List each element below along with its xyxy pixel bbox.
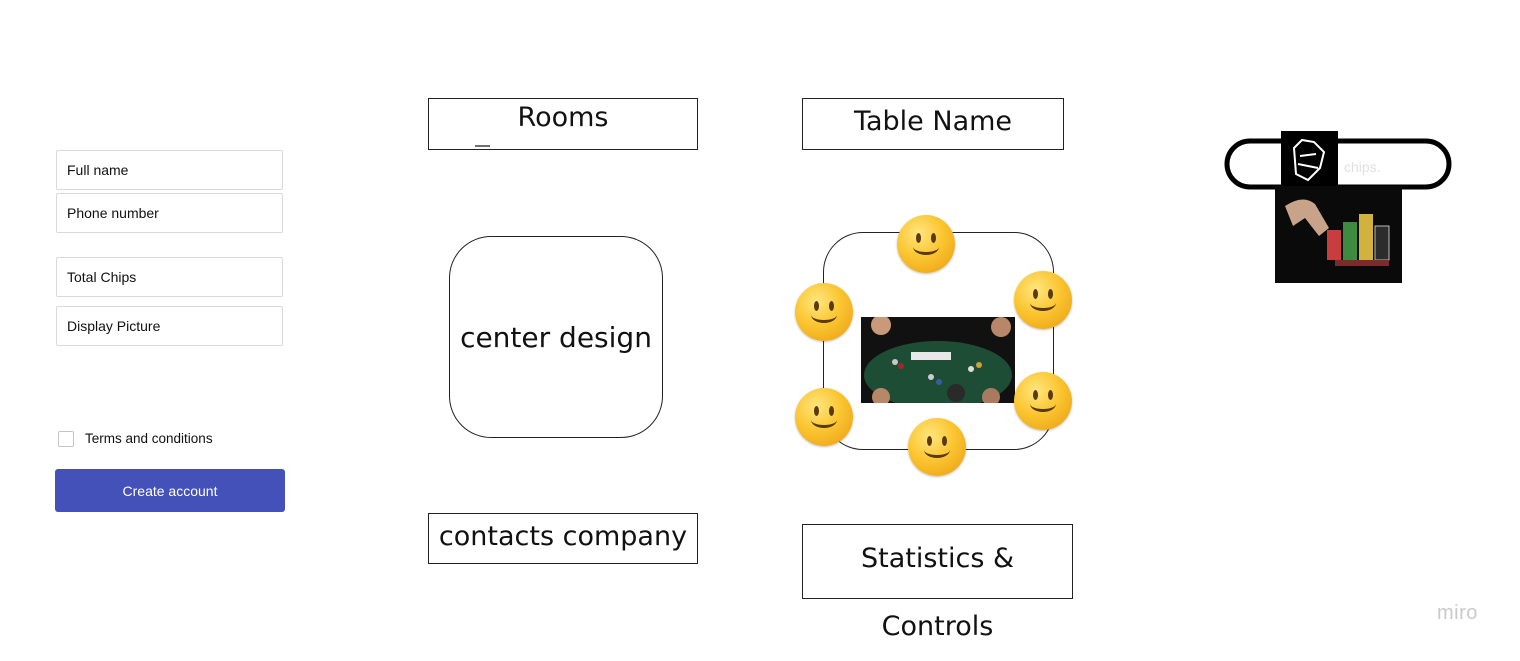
player-smiley-icon bbox=[1014, 271, 1072, 329]
total-chips-input[interactable] bbox=[57, 258, 282, 296]
phone-number-input[interactable] bbox=[57, 194, 282, 232]
statistics-controls-label: Statistics & Controls bbox=[860, 543, 1015, 642]
player-smiley-icon bbox=[908, 418, 966, 476]
player-smiley-icon bbox=[795, 388, 853, 446]
statistics-controls-box[interactable]: Statistics & Controls bbox=[802, 524, 1073, 642]
center-design-label: center design bbox=[460, 320, 652, 354]
total-chips-field[interactable] bbox=[56, 257, 283, 297]
svg-text:chips.: chips. bbox=[1344, 159, 1381, 175]
miro-watermark: miro bbox=[1437, 602, 1478, 624]
full-name-input[interactable] bbox=[57, 151, 282, 189]
player-smiley-icon bbox=[795, 283, 853, 341]
poker-table-image bbox=[861, 317, 1015, 403]
phone-number-field[interactable] bbox=[56, 193, 283, 233]
player-smiley-icon bbox=[897, 215, 955, 273]
display-picture-field[interactable] bbox=[56, 306, 283, 346]
player-smiley-icon bbox=[1014, 372, 1072, 430]
terms-label: Terms and conditions bbox=[85, 431, 213, 446]
rooms-box[interactable]: Rooms bbox=[428, 98, 698, 150]
create-account-button[interactable]: Create account bbox=[55, 469, 285, 512]
table-name-label: Table Name bbox=[853, 106, 1013, 137]
table-name-box[interactable]: Table Name bbox=[802, 98, 1064, 150]
contacts-company-label: contacts company bbox=[438, 521, 688, 552]
center-design-card[interactable]: center design bbox=[449, 236, 663, 438]
rooms-title: Rooms bbox=[517, 102, 609, 133]
chips-logo-icon: chips. bbox=[1224, 131, 1452, 191]
display-picture-input[interactable] bbox=[57, 307, 282, 345]
rooms-underline-marks bbox=[475, 145, 490, 147]
contacts-company-box[interactable]: contacts company bbox=[428, 513, 698, 564]
terms-checkbox[interactable] bbox=[58, 431, 74, 447]
full-name-field[interactable] bbox=[56, 150, 283, 190]
hand-stacking-chips-image bbox=[1275, 186, 1402, 283]
